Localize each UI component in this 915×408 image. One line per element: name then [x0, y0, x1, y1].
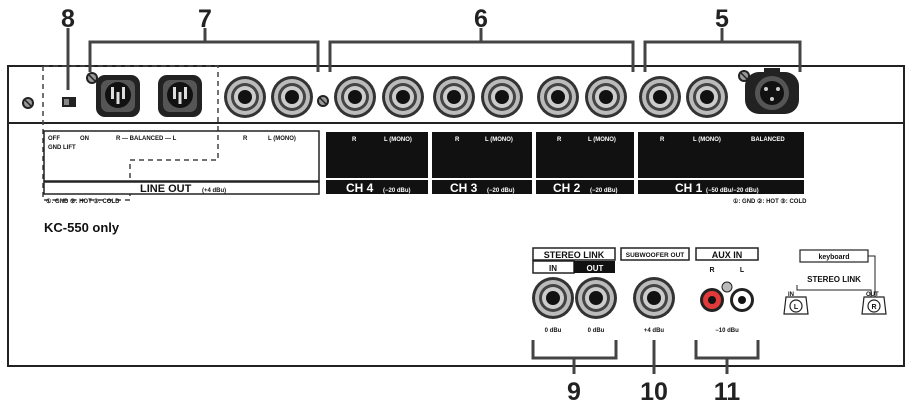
keyboard-label: keyboard	[818, 254, 849, 261]
svg-text:(−20 dBu): (−20 dBu)	[487, 188, 515, 194]
ch4-jack-l[interactable]	[382, 76, 424, 118]
svg-text:CH 2: CH 2	[553, 181, 581, 195]
ch3-jack-l[interactable]	[481, 76, 523, 118]
svg-text:L: L	[794, 304, 799, 311]
keyboard-stereo-link-title: STEREO LINK	[807, 275, 861, 284]
stereo-link-title: STEREO LINK	[544, 250, 605, 260]
screw-icon	[21, 96, 35, 110]
svg-text:L (MONO): L (MONO)	[693, 137, 721, 143]
aux-in-l: L	[740, 267, 745, 274]
line-out-level: (+4 dBu)	[202, 188, 226, 194]
keyboard-link-line	[796, 285, 872, 300]
line-out-xlr-l[interactable]	[158, 75, 202, 117]
svg-text:L (MONO): L (MONO)	[384, 137, 412, 143]
ch2-label-box: R L (MONO) CH 2 (−20 dBu)	[536, 132, 634, 195]
stereo-link-in-jack[interactable]	[532, 277, 574, 319]
line-out-l-label: L (MONO)	[268, 136, 296, 142]
kc550-dashed-outline	[42, 65, 219, 201]
balanced-label: R — BALANCED — L	[116, 136, 177, 142]
line-out-jack-l[interactable]	[271, 76, 313, 118]
keyboard-in: IN	[788, 292, 794, 298]
line-out-r-label: R	[243, 136, 248, 142]
callout-9: 9	[567, 378, 581, 406]
ch2-jack-r[interactable]	[537, 76, 579, 118]
stereo-link-in: IN	[549, 264, 557, 273]
stereo-link-out-level: 0 dBu	[588, 328, 605, 334]
off-label: OFF	[48, 136, 60, 142]
callout-6: 6	[474, 5, 488, 33]
callout-8: 8	[61, 5, 75, 33]
stereo-link-out-jack[interactable]	[575, 277, 617, 319]
svg-text:CH 4: CH 4	[346, 181, 374, 195]
ch2-jack-l[interactable]	[585, 76, 627, 118]
line-out-title: LINE OUT	[140, 183, 192, 195]
svg-text:CH 1: CH 1	[675, 181, 703, 195]
aux-in-r-rca[interactable]	[700, 288, 724, 312]
switch-knob	[64, 99, 69, 105]
bracket-9	[531, 340, 618, 374]
subwoofer-out-jack[interactable]	[633, 277, 675, 319]
subwoofer-level: +4 dBu	[644, 328, 665, 334]
callout-10: 10	[640, 378, 668, 406]
svg-text:L (MONO): L (MONO)	[485, 137, 513, 143]
bracket-11	[694, 340, 760, 374]
stereo-link-out: OUT	[587, 264, 604, 273]
stereo-link-header	[532, 247, 616, 261]
aux-in-header	[695, 247, 759, 261]
keyboard-cable	[868, 255, 876, 300]
subwoofer-header	[620, 247, 690, 261]
svg-text:(−20 dBu): (−20 dBu)	[383, 188, 411, 194]
stereo-link-in-level: 0 dBu	[545, 328, 562, 334]
ch1-xlr-input[interactable]	[745, 68, 799, 114]
keyboard-out: OUT	[866, 292, 879, 298]
ch4-jack-r[interactable]	[334, 76, 376, 118]
ch1-jack-l[interactable]	[686, 76, 728, 118]
ch1-label-box: R L (MONO) BALANCED CH 1 (−50 dBu/−20 dB…	[638, 132, 804, 195]
stereo-link-out-tab	[574, 261, 615, 273]
svg-text:CH 3: CH 3	[450, 181, 478, 195]
line-out-xlr-r[interactable]	[96, 75, 140, 117]
subwoofer-title: SUBWOOFER OUT	[626, 252, 685, 259]
svg-text:R: R	[455, 137, 460, 143]
svg-text:R: R	[660, 137, 665, 143]
ch4-label-box: R L (MONO) CH 4 (−20 dBu)	[326, 132, 428, 195]
aux-screw-icon	[721, 281, 733, 293]
ch1-pins: ①: GND ②: HOT ③: COLD	[733, 198, 807, 205]
svg-text:R: R	[557, 137, 562, 143]
ch3-jack-r[interactable]	[433, 76, 475, 118]
callout-11: 11	[714, 378, 741, 406]
screw-icon	[316, 94, 330, 108]
gnd-lift-label: GND LIFT	[48, 145, 76, 151]
svg-text:(−20 dBu): (−20 dBu)	[590, 188, 618, 194]
svg-text:(−50 dBu/−20 dBu): (−50 dBu/−20 dBu)	[706, 188, 759, 194]
ch1-jack-r[interactable]	[639, 76, 681, 118]
svg-text:R: R	[352, 137, 357, 143]
svg-text:L (MONO): L (MONO)	[588, 137, 616, 143]
bracket-7	[88, 28, 320, 72]
aux-in-title: AUX IN	[712, 250, 743, 260]
on-label: ON	[80, 136, 89, 142]
bracket-6	[328, 28, 635, 72]
line-out-pins: ①: GND ②: HOT ③: COLD	[46, 198, 120, 205]
kc550-note: KC-550 only	[44, 220, 120, 235]
callout-5: 5	[715, 5, 729, 33]
aux-in-l-rca[interactable]	[730, 288, 754, 312]
ch3-label-box: R L (MONO) CH 3 (−20 dBu)	[432, 132, 532, 195]
keyboard-r-connector: R	[861, 296, 887, 315]
callout-7: 7	[198, 5, 212, 33]
svg-text:R: R	[871, 304, 876, 311]
line-out-jack-r[interactable]	[224, 76, 266, 118]
keyboard-l-connector: L	[783, 296, 809, 315]
svg-text:BALANCED: BALANCED	[751, 137, 785, 143]
aux-in-level: −10 dBu	[715, 328, 739, 334]
bracket-5	[643, 28, 802, 72]
aux-in-r: R	[709, 267, 714, 274]
